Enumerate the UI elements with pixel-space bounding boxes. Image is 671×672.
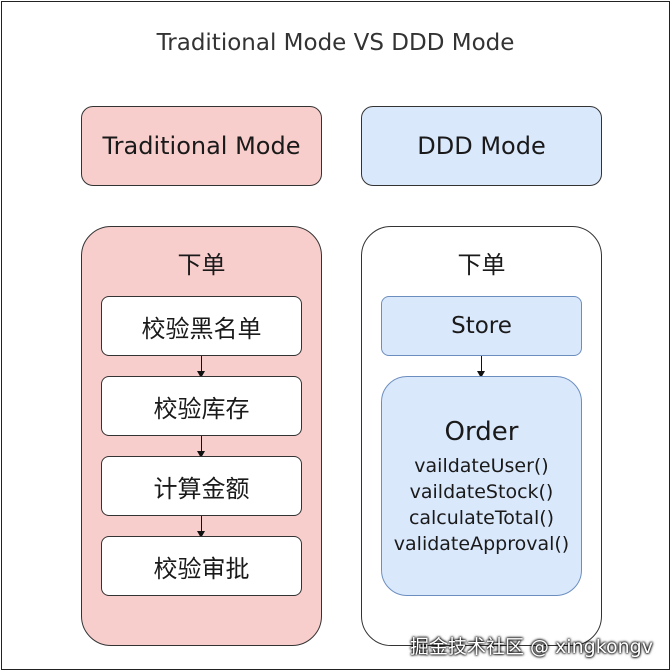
watermark-text: 掘金技术社区 @ xingkongv [409,636,653,658]
traditional-panel-title: 下单 [177,251,226,279]
diagram-title: Traditional Mode VS DDD Mode [156,30,515,56]
ddd-panel-title: 下单 [457,251,506,279]
method-calculate-total: calculateTotal() [408,507,555,529]
step-check-approval: 校验审批 [101,536,302,596]
store-box: Store [381,296,582,356]
traditional-mode-header: Traditional Mode [81,106,322,186]
step-check-inventory: 校验库存 [101,376,302,436]
flow-arrow [477,356,485,378]
order-title: Order [444,417,519,447]
flow-arrow [197,356,205,378]
flow-arrow [197,516,205,538]
step-calculate-amount: 计算金额 [101,456,302,516]
order-entity-box: Order vaildateUser() vaildateStock() cal… [381,376,582,596]
ddd-mode-header: DDD Mode [361,106,602,186]
step-check-blacklist: 校验黑名单 [101,296,302,356]
flow-arrow [197,436,205,458]
method-validate-approval: validateApproval() [393,533,570,555]
method-validate-user: vaildateUser() [414,455,549,477]
method-validate-stock: vaildateStock() [409,481,554,503]
